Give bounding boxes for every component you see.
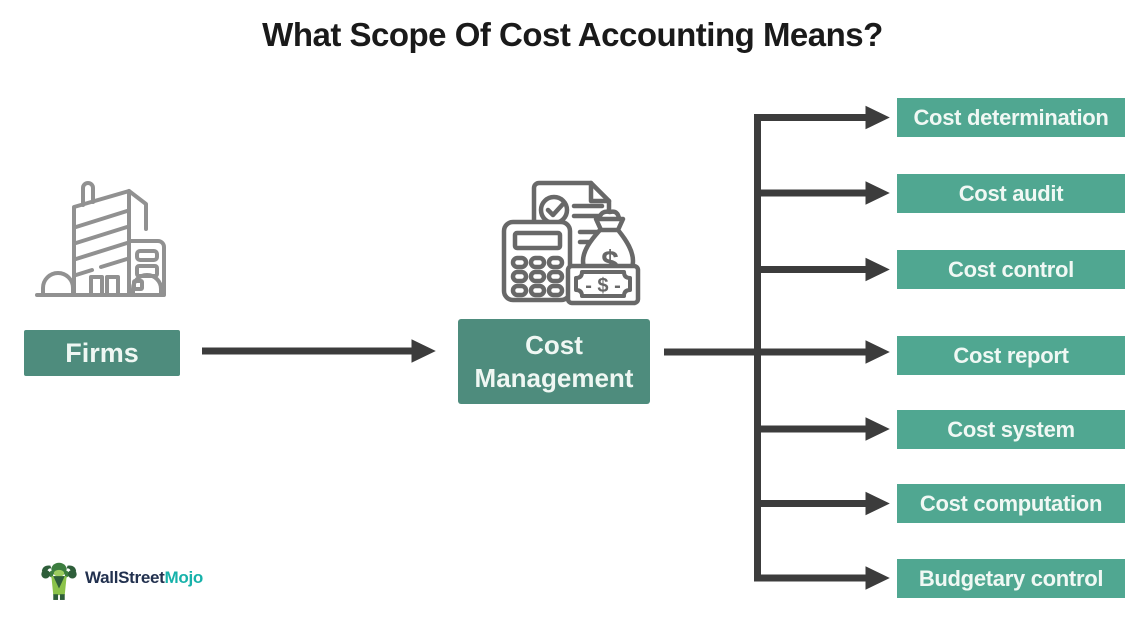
scope-item-cost-determination: Cost determination bbox=[897, 98, 1125, 137]
scope-item-cost-audit: Cost audit bbox=[897, 174, 1125, 213]
diagram-title: What Scope Of Cost Accounting Means? bbox=[262, 16, 883, 53]
building-icon bbox=[35, 181, 166, 297]
scope-item-cost-system: Cost system bbox=[897, 410, 1125, 449]
firms-node: Firms bbox=[24, 330, 180, 376]
scope-item-cost-control: Cost control bbox=[897, 250, 1125, 289]
scope-item-budgetary-control: Budgetary control bbox=[897, 559, 1125, 598]
bull-mascot-icon bbox=[41, 562, 77, 600]
scope-item-cost-computation: Cost computation bbox=[897, 484, 1125, 523]
cost-accounting-icon: $ - $ - bbox=[501, 180, 641, 306]
scope-item-cost-report: Cost report bbox=[897, 336, 1125, 375]
cost-management-node: Cost Management bbox=[458, 319, 650, 404]
logo-text: WallStreetMojo bbox=[85, 568, 203, 588]
svg-text:- $ -: - $ - bbox=[585, 275, 621, 297]
wallstreetmojo-logo: WallStreetMojo bbox=[38, 556, 203, 600]
logo-brand-primary: WallStreet bbox=[85, 568, 165, 587]
logo-brand-secondary: Mojo bbox=[164, 568, 204, 587]
